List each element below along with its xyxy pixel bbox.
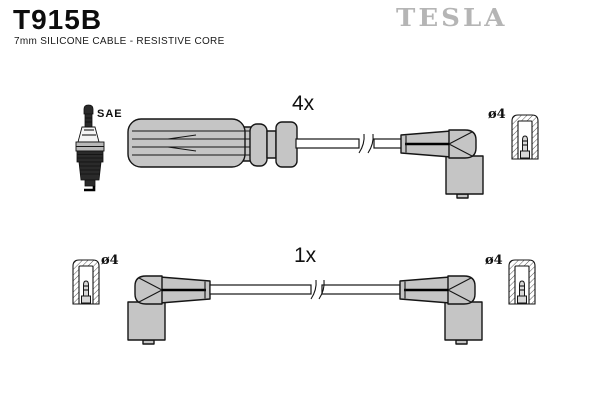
spark-plug-icon (75, 104, 105, 192)
straight-boot-drawing (127, 118, 298, 168)
cable-spec-subtitle: 7mm SILICONE CABLE - RESISTIVE CORE (14, 36, 225, 47)
cable-top (295, 133, 403, 154)
terminal-cross-section-bottom-right (508, 259, 536, 305)
elbow-boot-bottom-left (126, 274, 212, 346)
bottom-cable-quantity-label: 1x (294, 244, 317, 267)
terminal-diameter-label-bottom-left: ø4 (101, 253, 119, 268)
part-number: T915B (13, 4, 103, 35)
elbow-boot-top-right (399, 128, 485, 200)
sae-standard-label: SAE (97, 108, 123, 120)
elbow-boot-bottom-right (398, 274, 484, 346)
cable-bottom (209, 279, 401, 300)
top-cable-quantity-label: 4x (292, 92, 315, 115)
terminal-diameter-label-bottom-right: ø4 (485, 253, 503, 268)
tesla-logo: TESLA (396, 5, 508, 33)
terminal-cross-section-top (511, 114, 539, 160)
terminal-diameter-label-top: ø4 (488, 107, 506, 122)
terminal-cross-section-bottom-left (72, 259, 100, 305)
